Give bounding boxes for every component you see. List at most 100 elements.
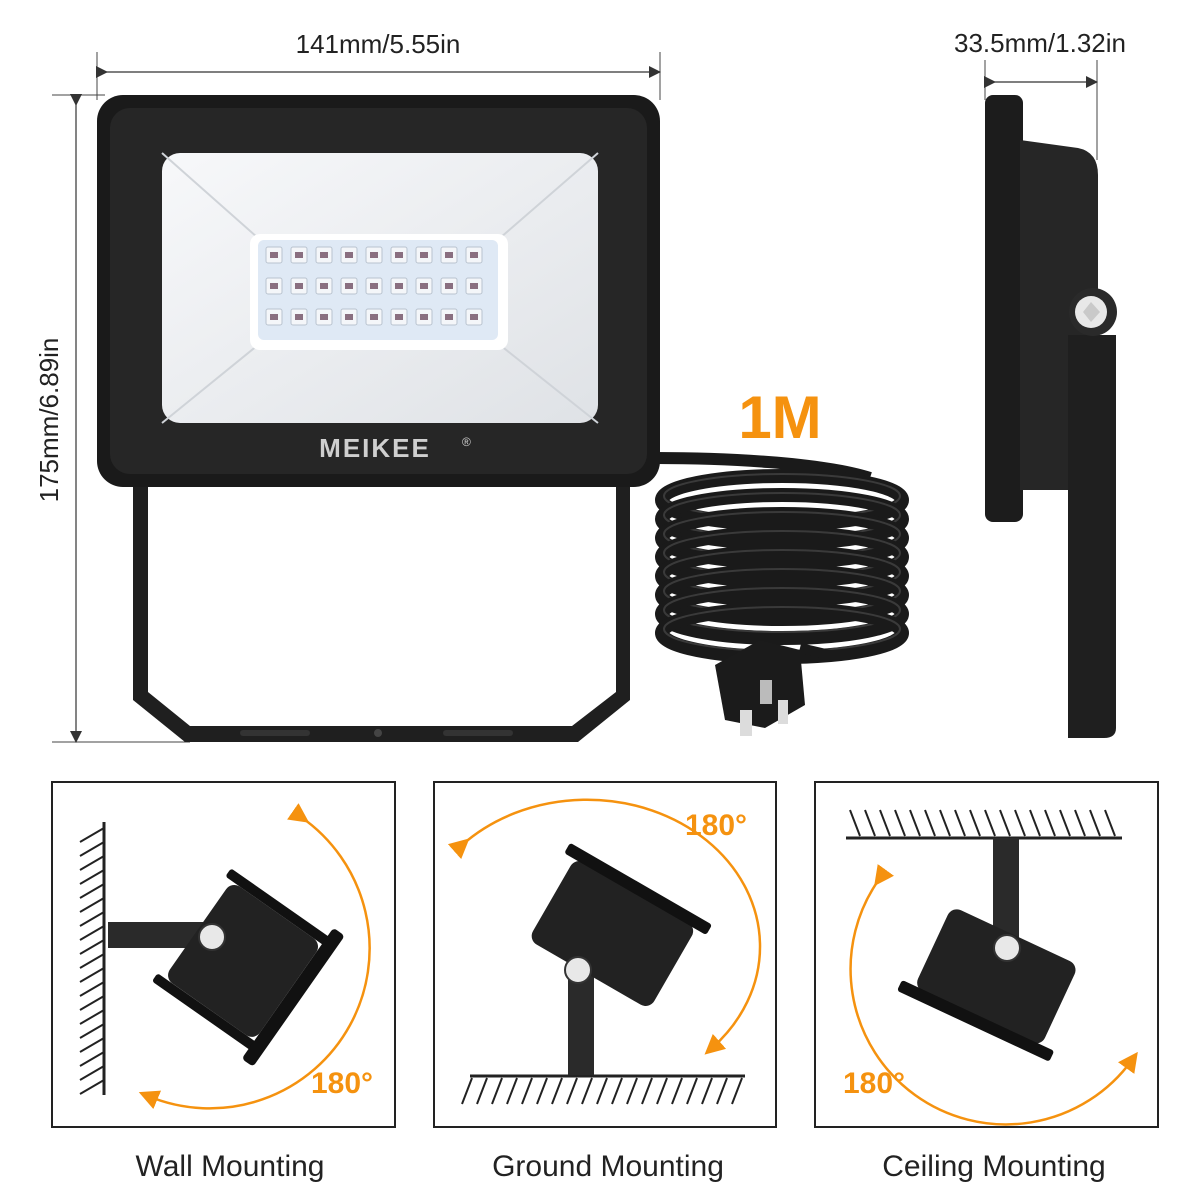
floodlight-front-view: MEIKEE ® <box>97 95 660 742</box>
led-die <box>370 314 378 320</box>
led-die <box>295 252 303 258</box>
led-die <box>295 314 303 320</box>
hatch-mark <box>79 981 105 997</box>
plug-icon <box>715 640 805 736</box>
panel-angle: 180° <box>685 809 747 842</box>
hatch-mark <box>79 883 105 899</box>
hatch-mark <box>491 1077 503 1105</box>
led-die <box>345 283 353 289</box>
hatch-mark <box>864 809 876 837</box>
hatch-mark <box>626 1077 638 1105</box>
hatch-mark <box>849 809 861 837</box>
cable-highlight <box>663 587 901 633</box>
led-die <box>270 314 278 320</box>
hatch-mark <box>79 967 105 983</box>
led-die <box>395 252 403 258</box>
hatch-mark <box>79 1023 105 1039</box>
cable-coil <box>655 545 909 607</box>
hatch-mark <box>79 925 105 941</box>
led-die <box>270 252 278 258</box>
panel-angle: 180° <box>311 1067 373 1100</box>
rotation-arc <box>447 798 762 1055</box>
led-die <box>395 283 403 289</box>
hatch-mark <box>1044 809 1056 837</box>
led-die <box>320 252 328 258</box>
hatch-mark <box>79 1051 105 1067</box>
floodlight-side-view <box>985 95 1117 738</box>
hatch-mark <box>671 1077 683 1105</box>
height-label: 175mm/6.89in <box>34 338 64 503</box>
hatch-mark <box>656 1077 668 1105</box>
hatch-mark <box>79 855 105 871</box>
panel-ground-mounting: 180° Ground Mounting <box>433 781 777 1183</box>
hatch-mark <box>551 1077 563 1105</box>
led-die <box>270 283 278 289</box>
led-die <box>420 314 428 320</box>
hatch-mark <box>1089 809 1101 837</box>
led-die <box>295 283 303 289</box>
cable-coil <box>655 583 909 645</box>
hatch-mark <box>581 1077 593 1105</box>
led-die <box>445 283 453 289</box>
panel-caption: Ground Mounting <box>492 1150 724 1183</box>
led-die <box>395 314 403 320</box>
hatch-mark <box>686 1077 698 1105</box>
hatch-mark <box>701 1077 713 1105</box>
hatch-mark <box>79 953 105 969</box>
hatch-mark <box>79 1037 105 1053</box>
led-die <box>470 252 478 258</box>
cable-coil <box>655 507 909 569</box>
hatch-mark <box>79 869 105 885</box>
panel-angle: 180° <box>843 1067 905 1100</box>
led-die <box>470 314 478 320</box>
hatch-mark <box>924 809 936 837</box>
hatch-mark <box>79 897 105 913</box>
panel-wall-mounting: 180° Wall Mounting <box>51 781 396 1183</box>
rotation-arc <box>849 864 1138 1126</box>
hatch-mark <box>879 809 891 837</box>
led-die <box>320 283 328 289</box>
led-die <box>370 252 378 258</box>
hatch-mark <box>79 827 105 843</box>
led-die <box>420 252 428 258</box>
hatch-mark <box>999 809 1011 837</box>
hatch-mark <box>506 1077 518 1105</box>
brand-mark: ® <box>462 435 471 449</box>
led-die <box>345 252 353 258</box>
hatch-mark <box>984 809 996 837</box>
hatch-mark <box>731 1077 743 1105</box>
hatch-mark <box>1014 809 1026 837</box>
hatch-mark <box>79 911 105 927</box>
cable-coil <box>655 564 909 626</box>
hatch-mark <box>79 995 105 1011</box>
hatch-mark <box>79 1065 105 1081</box>
width-dimension: 141mm/5.55in <box>96 29 661 100</box>
led-grid <box>265 246 483 326</box>
depth-dimension: 33.5mm/1.32in <box>954 28 1126 160</box>
brand-logo: MEIKEE <box>319 433 431 463</box>
led-die <box>320 314 328 320</box>
hatch-mark <box>79 1079 105 1095</box>
rotation-arc <box>138 803 371 1110</box>
led-die <box>445 314 453 320</box>
power-cable: 1M <box>654 384 909 736</box>
width-label: 141mm/5.55in <box>296 29 461 59</box>
hatch-mark <box>461 1077 473 1105</box>
hatch-mark <box>79 841 105 857</box>
led-die <box>470 283 478 289</box>
hatch-mark <box>969 809 981 837</box>
hatch-mark <box>1104 809 1116 837</box>
hatch-mark <box>79 1009 105 1025</box>
cable-coil <box>655 469 909 531</box>
cable-coil <box>655 526 909 588</box>
cable-length-label: 1M <box>738 384 821 451</box>
hatch-mark <box>521 1077 533 1105</box>
hatch-mark <box>566 1077 578 1105</box>
hatch-mark <box>1059 809 1071 837</box>
hatch-mark <box>476 1077 488 1105</box>
hatch-mark <box>611 1077 623 1105</box>
hatch-mark <box>596 1077 608 1105</box>
cable-coil <box>655 488 909 550</box>
hatch-mark <box>939 809 951 837</box>
